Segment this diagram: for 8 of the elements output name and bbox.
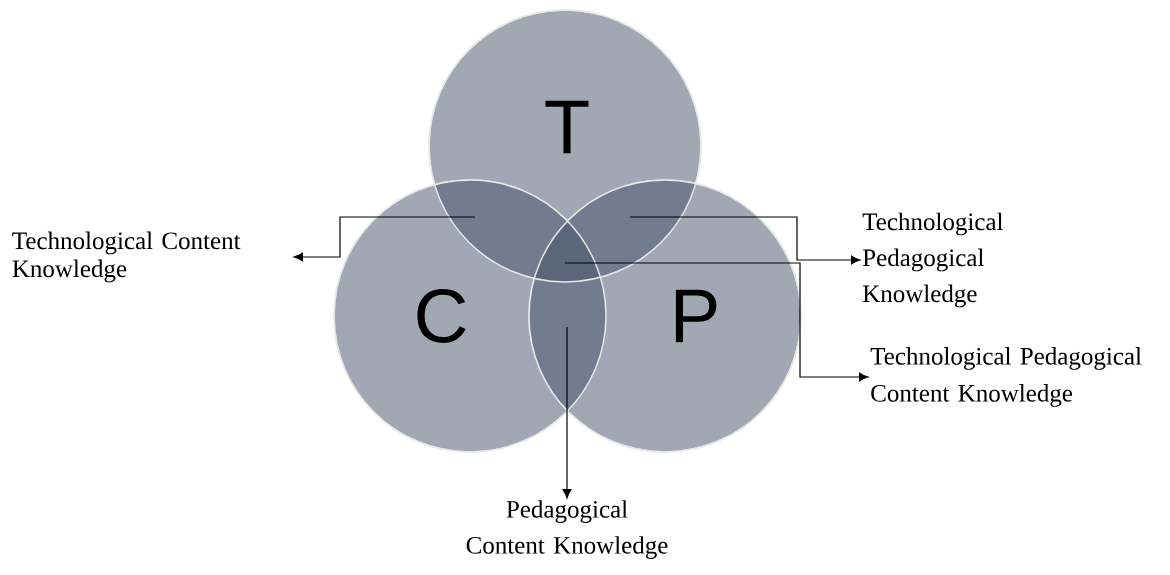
text-label: Technological Content Knowledge [12, 231, 241, 283]
text-label: Technological Pedagogical Content Knowledge [870, 347, 1142, 407]
text-label: Pedagogical Content Knowledge [466, 500, 668, 559]
leader-arrow [293, 216, 476, 262]
leader-arrow [562, 326, 572, 499]
text-label: Technological Pedagogical Knowledge [862, 212, 1003, 308]
leader-arrow [564, 262, 869, 382]
leader-arrow [629, 216, 861, 265]
